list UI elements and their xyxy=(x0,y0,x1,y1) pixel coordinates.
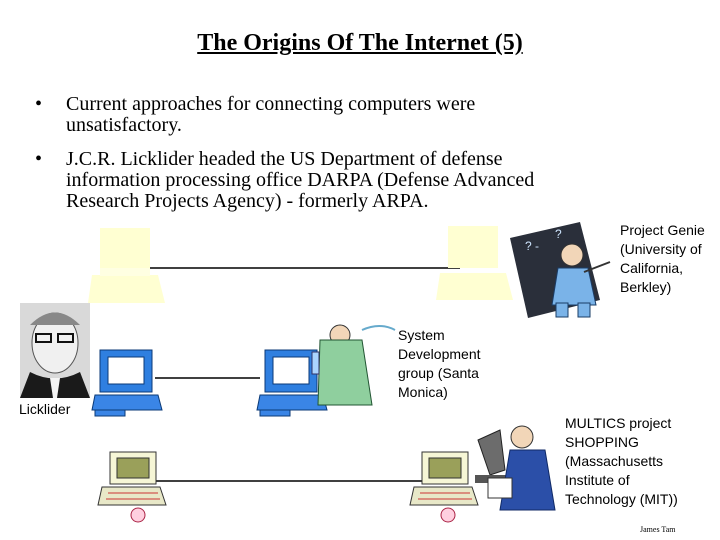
label-project-genie: Project Genie (University of California,… xyxy=(620,222,705,295)
scientist-microscope-icon xyxy=(475,425,556,511)
scientist-test-tube-icon xyxy=(311,324,396,406)
network-links xyxy=(145,267,460,482)
label-licklider: Licklider xyxy=(19,401,71,417)
terminal-bottom-left-icon xyxy=(97,451,167,523)
label-multics: MULTICS project SHOPPING (Massachusetts … xyxy=(565,415,678,507)
computer-middle-icon xyxy=(256,349,328,417)
bullet-1-line-2: unsatisfactory. xyxy=(66,114,182,136)
bullet-1-line-1: Current approaches for connecting comput… xyxy=(66,93,476,115)
author-credit: James Tam xyxy=(640,525,676,534)
licklider-photo xyxy=(20,303,90,398)
scientist-blackboard-icon: ? - ? = xyxy=(510,222,611,318)
svg-text:? -: ? - xyxy=(525,239,539,253)
terminal-bottom-right-icon xyxy=(409,451,479,523)
bullet-marker: • xyxy=(35,148,43,170)
bullet-2-line-1: J.C.R. Licklider headed the US Departmen… xyxy=(66,148,503,170)
label-system-development: System Development group (Santa Monica) xyxy=(398,327,481,400)
bullet-marker: • xyxy=(35,93,43,115)
bullet-2-line-2: information processing office DARPA (Def… xyxy=(66,169,535,191)
terminal-faded-right-icon xyxy=(436,226,513,300)
bullet-2-line-3: Research Projects Agency) - formerly ARP… xyxy=(66,190,429,212)
slide-title: The Origins Of The Internet (5) xyxy=(197,30,523,56)
computer-left-icon xyxy=(91,349,163,417)
svg-text:?: ? xyxy=(555,227,562,241)
terminal-faded-left-icon xyxy=(88,228,165,303)
